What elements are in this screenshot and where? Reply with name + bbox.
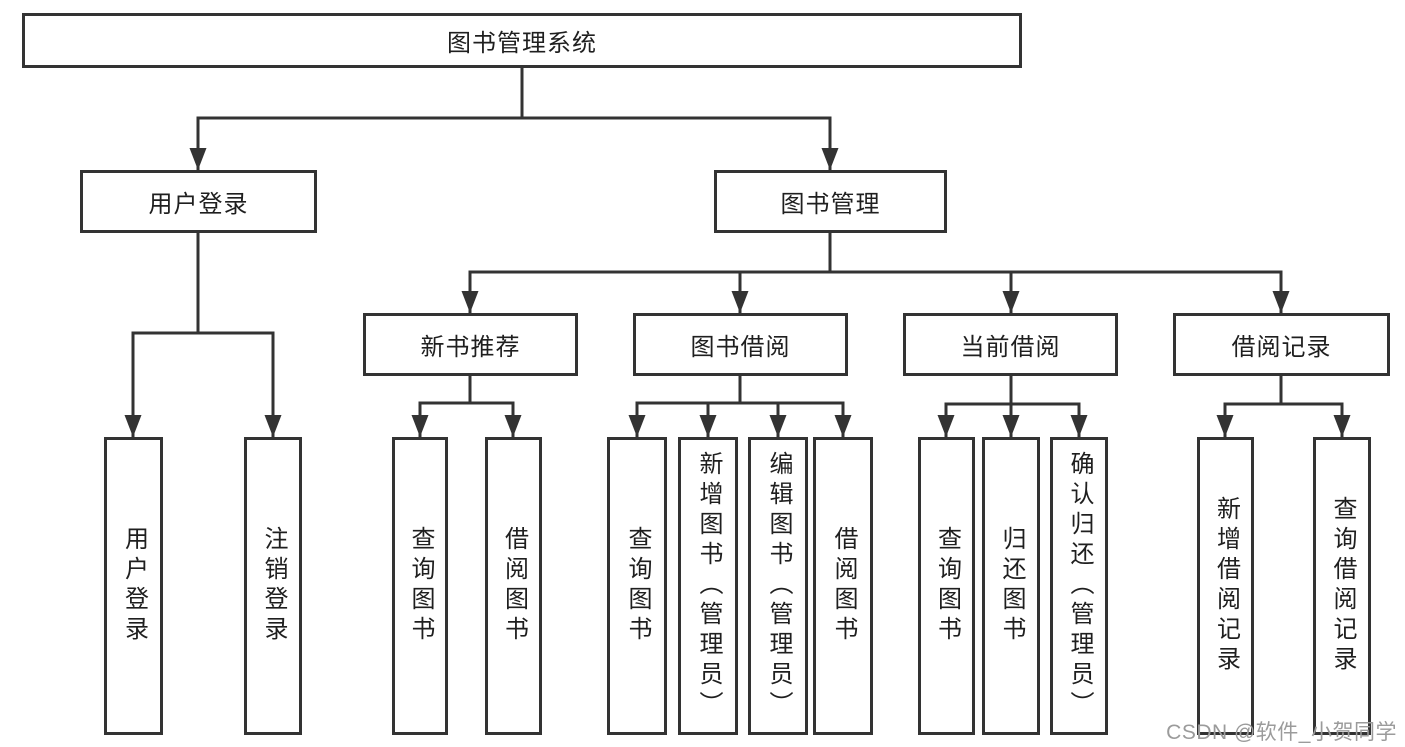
node-book-management-label: 图书管理: [780, 191, 881, 218]
node-borrowing-records-label: 借阅记录: [1231, 334, 1332, 361]
node-leaf-borrow-books-recommend-label: 借阅图书: [500, 526, 528, 646]
connector-root-to-level2: [189, 68, 839, 170]
node-leaf-query-books-recommend-label: 查询图书: [407, 526, 434, 646]
connector-borrowing-records-to-leaves: [1216, 376, 1351, 437]
connector-book-borrowing-to-leaves: [628, 376, 852, 437]
node-leaf-return-books: 归还图书: [982, 437, 1040, 735]
node-leaf-logout: 注销登录: [244, 437, 302, 735]
node-new-book-recommend-label: 新书推荐: [420, 334, 521, 361]
node-current-borrowing-label: 当前借阅: [960, 334, 1061, 361]
node-leaf-borrow-books-recommend: 借阅图书: [485, 437, 542, 735]
node-leaf-confirm-return-admin: 确认归还（管理员）: [1050, 437, 1108, 735]
node-leaf-query-borrow-record: 查询借阅记录: [1313, 437, 1371, 735]
node-leaf-query-books-current-label: 查询图书: [933, 526, 961, 646]
node-leaf-borrow-books-label: 借阅图书: [830, 526, 857, 646]
connector-book-management-to-level3: [461, 233, 1290, 313]
node-leaf-borrow-books: 借阅图书: [813, 437, 873, 735]
connector-current-borrowing-to-leaves: [937, 376, 1088, 437]
node-borrowing-records: 借阅记录: [1173, 313, 1390, 376]
node-leaf-edit-books-admin-label: 编辑图书（管理员）: [765, 451, 792, 721]
node-leaf-logout-label: 注销登录: [260, 526, 287, 646]
node-book-management: 图书管理: [714, 170, 947, 233]
node-user-login-label: 用户登录: [148, 191, 249, 218]
node-root-label: 图书管理系统: [447, 30, 597, 57]
node-new-book-recommend: 新书推荐: [363, 313, 578, 376]
node-leaf-add-books-admin: 新增图书（管理员）: [678, 437, 738, 735]
node-leaf-add-books-admin-label: 新增图书（管理员）: [695, 451, 722, 721]
node-leaf-query-books-recommend: 查询图书: [392, 437, 448, 735]
node-root: 图书管理系统: [22, 13, 1022, 68]
node-leaf-user-login-label: 用户登录: [120, 526, 148, 646]
node-leaf-user-login: 用户登录: [104, 437, 163, 735]
node-leaf-query-borrow-record-label: 查询借阅记录: [1329, 496, 1356, 676]
node-current-borrowing: 当前借阅: [903, 313, 1118, 376]
node-leaf-add-borrow-record-label: 新增借阅记录: [1212, 496, 1240, 676]
node-leaf-add-borrow-record: 新增借阅记录: [1197, 437, 1254, 735]
node-book-borrowing-label: 图书借阅: [690, 334, 791, 361]
node-user-login: 用户登录: [80, 170, 317, 233]
node-leaf-query-books-borrowing-label: 查询图书: [624, 526, 651, 646]
node-leaf-return-books-label: 归还图书: [998, 526, 1025, 646]
node-leaf-query-books-current: 查询图书: [918, 437, 975, 735]
node-leaf-query-books-borrowing: 查询图书: [607, 437, 667, 735]
node-book-borrowing: 图书借阅: [633, 313, 848, 376]
connector-user-login-to-leaves: [124, 233, 282, 437]
connector-new-book-recommend-to-leaves: [411, 376, 522, 437]
node-leaf-edit-books-admin: 编辑图书（管理员）: [748, 437, 808, 735]
node-leaf-confirm-return-admin-label: 确认归还（管理员）: [1066, 451, 1093, 721]
csdn-watermark: CSDN @软件_小贺同学: [1166, 721, 1397, 744]
